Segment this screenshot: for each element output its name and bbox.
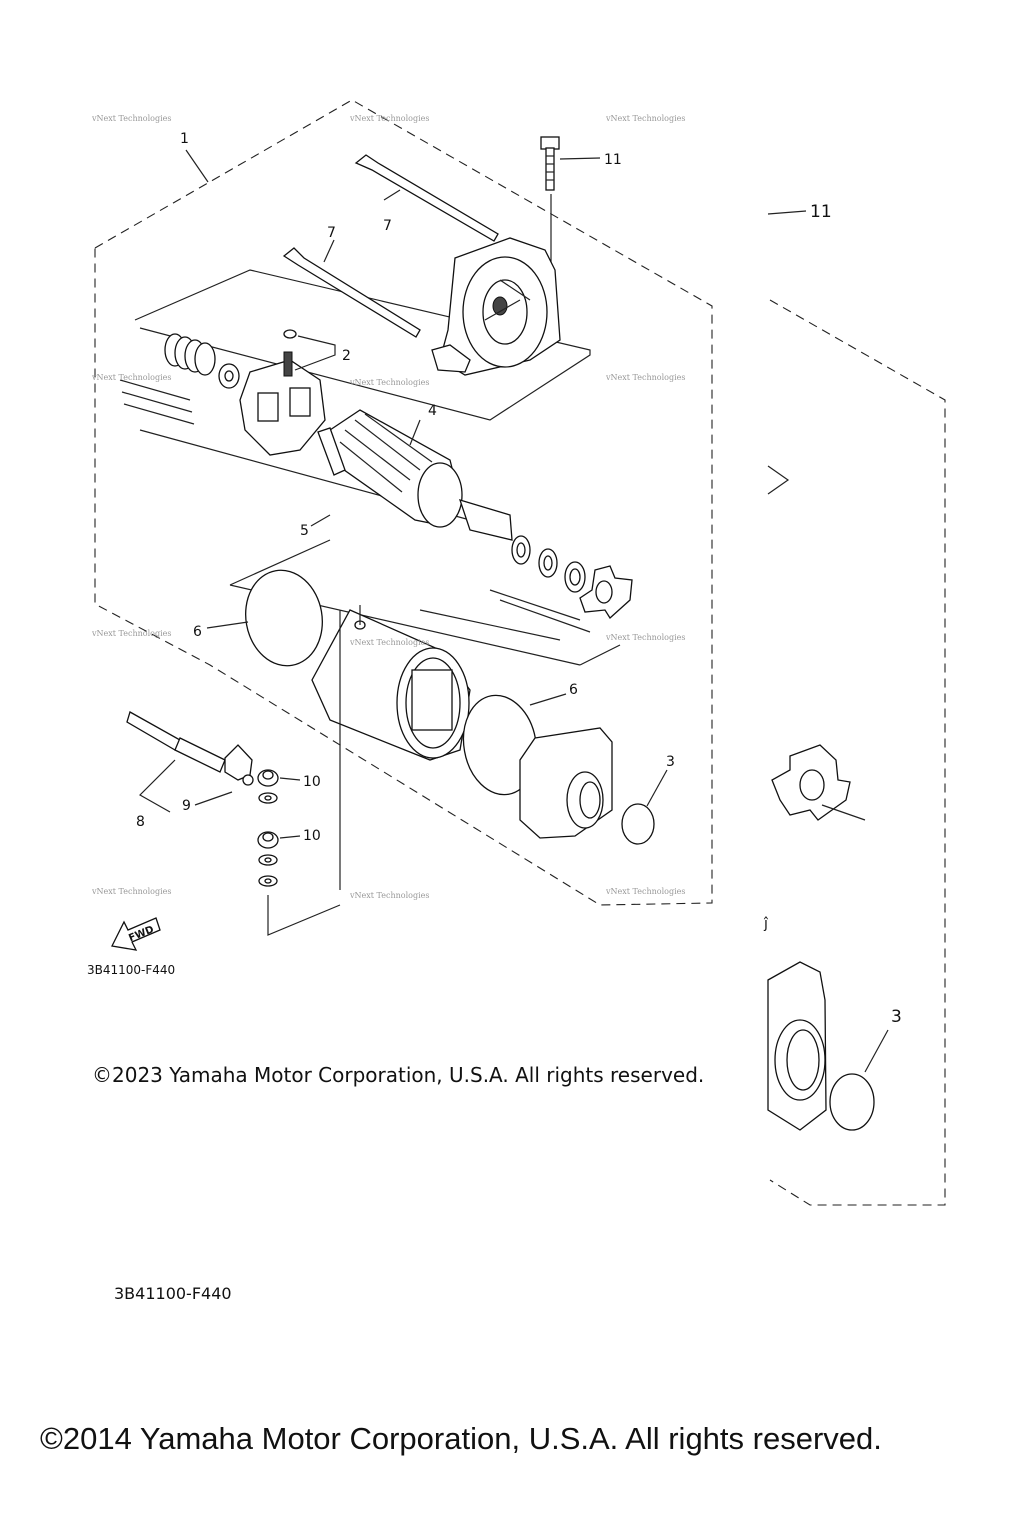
label-10-lower: 10 xyxy=(303,828,321,844)
watermark: vNext Technologies xyxy=(605,114,685,123)
label-11: 11 xyxy=(604,152,622,168)
washer-stack xyxy=(511,535,586,593)
bolt-11 xyxy=(540,136,601,280)
label-4: 4 xyxy=(428,403,437,419)
through-bolt-7-upper xyxy=(354,154,499,242)
brush-spring xyxy=(164,333,240,389)
nut-washer-set-lower xyxy=(257,831,341,936)
label-6-upper: 6 xyxy=(193,624,202,640)
armature-4 xyxy=(317,409,513,541)
yoke-housing xyxy=(311,605,471,890)
label-11-large: 11 xyxy=(810,202,832,222)
watermark: vNext Technologies xyxy=(91,629,171,638)
brush-holder-2 xyxy=(239,329,336,456)
watermarks: vNext Technologies vNext Technologies vN… xyxy=(91,114,685,900)
label-6-lower: 6 xyxy=(569,682,578,698)
watermark: vNext Technologies xyxy=(605,373,685,382)
watermark: vNext Technologies xyxy=(605,633,685,642)
watermark: vNext Technologies xyxy=(91,114,171,123)
end-cover-enlarged xyxy=(767,961,827,1131)
fwd-arrow-icon: FWD xyxy=(111,917,161,951)
label-partial: ĵ xyxy=(763,916,769,932)
label-7-upper: 7 xyxy=(383,218,392,234)
nut-washer-set-upper xyxy=(257,769,301,804)
label-3: 3 xyxy=(666,754,675,770)
watermark: vNext Technologies xyxy=(349,891,429,900)
label-8: 8 xyxy=(136,814,145,830)
watermark: vNext Technologies xyxy=(349,638,429,647)
watermark: vNext Technologies xyxy=(605,887,685,896)
label-7-lower: 7 xyxy=(327,225,336,241)
o-ring-3 xyxy=(621,803,655,845)
watermark: vNext Technologies xyxy=(349,378,429,387)
watermark: vNext Technologies xyxy=(91,373,171,382)
background-enlarged-diagram: 3 11 ĵ xyxy=(763,202,946,1206)
label-9: 9 xyxy=(182,798,191,814)
watermark: vNext Technologies xyxy=(349,114,429,123)
o-ring-6-upper xyxy=(245,569,323,667)
label-10-upper: 10 xyxy=(303,774,321,790)
o-ring-enlarged xyxy=(829,1073,875,1131)
through-bolt-7-lower xyxy=(282,239,421,338)
label-3-large: 3 xyxy=(891,1007,902,1027)
label-1: 1 xyxy=(180,131,189,147)
circlip-enlarged xyxy=(771,744,866,821)
copyright-2023: ©2023 Yamaha Motor Corporation, U.S.A. A… xyxy=(92,1063,704,1087)
label-2: 2 xyxy=(342,348,351,364)
lead-wire-8 xyxy=(126,711,254,786)
circlip xyxy=(579,565,633,620)
copyright-2014: ©2014 Yamaha Motor Corporation, U.S.A. A… xyxy=(40,1421,882,1456)
end-cover xyxy=(519,727,613,839)
assembly-outline xyxy=(94,99,713,906)
diagram-code-large: 3B41100-F440 xyxy=(114,1284,232,1303)
label-5: 5 xyxy=(300,523,309,539)
diagram-code-small: 3B41100-F440 xyxy=(87,963,175,977)
front-cover xyxy=(431,237,561,376)
watermark: vNext Technologies xyxy=(91,887,171,896)
